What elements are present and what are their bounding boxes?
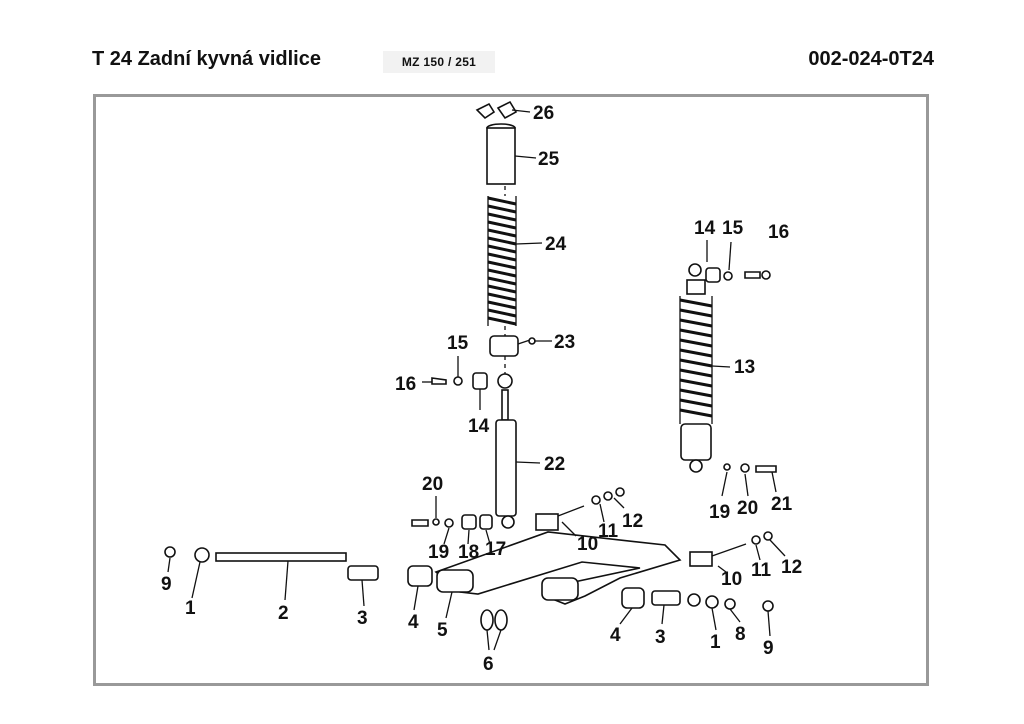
part-8-washer <box>724 598 736 610</box>
part-16-bolt-head <box>761 270 771 280</box>
label-15-upper-left: 15 <box>447 333 469 354</box>
label-19-left: 19 <box>428 542 449 563</box>
part-10-chain-adjuster-right <box>689 551 713 567</box>
leader-lines <box>167 109 786 651</box>
part-20-washer <box>432 518 440 526</box>
label-22: 22 <box>544 454 565 475</box>
part-21-bolt <box>755 465 777 473</box>
part-12-nut-right <box>763 531 773 541</box>
part-23-spring-seat <box>489 335 519 357</box>
label-3-right: 3 <box>655 627 666 648</box>
part-5-bearing-left <box>436 569 474 593</box>
label-11-left: 11 <box>598 521 619 542</box>
part-16-bolt-right <box>744 271 761 279</box>
label-1-left: 1 <box>185 598 196 619</box>
label-13: 13 <box>734 357 755 378</box>
right-upper-eye <box>688 263 702 277</box>
diagram-frame <box>93 94 929 686</box>
part-17-bush <box>479 514 493 530</box>
part-20-bolt-lower-left <box>411 519 429 527</box>
part-15-washer-right <box>723 271 733 281</box>
right-shock-lower-body <box>680 423 712 461</box>
label-9-right: 9 <box>763 638 774 659</box>
swing-arm-assembly <box>164 487 774 631</box>
part-12-nut-left-2 <box>615 487 625 497</box>
part-9-nut-right <box>762 600 774 612</box>
lower-eye <box>501 515 515 529</box>
label-10-left: 10 <box>577 534 598 555</box>
part-labels: 26 25 24 23 15 16 14 22 14 15 16 13 19 2… <box>161 103 802 675</box>
part-18-bush <box>461 514 477 530</box>
label-14-upper-left: 14 <box>468 416 490 437</box>
label-2: 2 <box>278 603 289 624</box>
part-19-washer-right <box>723 463 731 471</box>
model-badge: MZ 150 / 251 <box>383 51 495 73</box>
part-1-washer-right <box>687 593 701 607</box>
part-3-spacer-left <box>347 565 379 581</box>
part-14-bush-right <box>705 267 721 283</box>
label-21: 21 <box>771 494 793 515</box>
label-16-right: 16 <box>768 222 789 243</box>
label-5: 5 <box>437 620 448 641</box>
upper-eye <box>497 373 513 389</box>
part-26-rubber-cap-2 <box>496 100 518 120</box>
part-11-nut-right <box>751 535 761 545</box>
label-17: 17 <box>485 539 506 560</box>
damper-rod <box>501 389 509 421</box>
part-22-damper-body <box>495 419 517 517</box>
part-15-washer-upper-left <box>453 376 463 386</box>
label-4-left: 4 <box>408 612 419 633</box>
label-1-right: 1 <box>710 632 721 653</box>
part-24-spring <box>487 196 517 326</box>
label-23: 23 <box>554 332 575 353</box>
part-10-chain-adjuster-left <box>535 513 559 531</box>
label-12-left: 12 <box>622 511 643 532</box>
right-shock-top <box>686 279 706 295</box>
part-6-washer-2 <box>494 609 508 631</box>
page-title: T 24 Zadní kyvná vidlice <box>92 48 321 70</box>
label-19-right: 19 <box>709 502 730 523</box>
part-11-nut-left <box>591 495 601 505</box>
part-26-rubber-cap <box>475 102 496 120</box>
label-20-right: 20 <box>737 498 758 519</box>
label-18: 18 <box>458 542 479 563</box>
right-shock-assembly <box>679 263 777 473</box>
part-3-spacer-right <box>651 590 681 606</box>
part-5-bearing-right <box>541 577 579 601</box>
label-12-right: 12 <box>781 557 802 578</box>
part-25-cover-tube <box>486 127 516 185</box>
label-4-right: 4 <box>610 625 621 646</box>
label-16-upper-left: 16 <box>395 374 416 395</box>
part-20-washer-right <box>740 463 750 473</box>
part-12-nut-left <box>603 491 613 501</box>
label-6: 6 <box>483 654 494 675</box>
label-11-right: 11 <box>751 560 772 581</box>
part-6-washer-1 <box>480 609 494 631</box>
label-20-left: 20 <box>422 474 443 495</box>
label-15-right: 15 <box>722 218 744 239</box>
part-14-bush-upper-left <box>472 372 488 390</box>
part-4-bush-left <box>407 565 433 587</box>
label-10-right: 10 <box>721 569 742 590</box>
part-4-bush-right <box>621 587 645 609</box>
part-19-washer-lower-left <box>444 518 454 528</box>
label-25: 25 <box>538 149 560 170</box>
label-8: 8 <box>735 624 746 645</box>
part-13-right-spring <box>679 296 713 424</box>
label-3-left: 3 <box>357 608 368 629</box>
part-9-nut-left <box>164 546 176 558</box>
label-14-right: 14 <box>694 218 716 239</box>
left-shock-assembly <box>411 100 536 530</box>
part-16-bolt-upper-left <box>431 377 447 385</box>
label-9-left: 9 <box>161 574 172 595</box>
label-24: 24 <box>545 234 567 255</box>
part-2-pivot-shaft <box>215 552 347 562</box>
part-code: 002-024-0T24 <box>808 48 934 70</box>
label-26: 26 <box>533 103 554 124</box>
right-lower-eye <box>689 459 703 473</box>
part-1-washer-left <box>194 547 210 563</box>
part-1-nut-right <box>705 595 719 609</box>
